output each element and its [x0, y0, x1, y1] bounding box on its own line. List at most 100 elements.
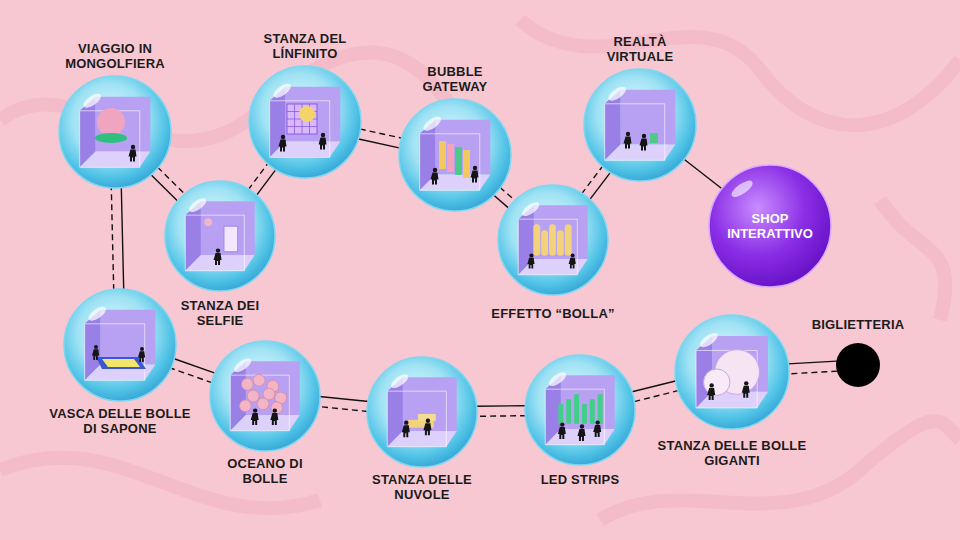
- room-wall: [96, 97, 151, 152]
- room-wall: [561, 375, 615, 429]
- bubble-shine: [421, 114, 443, 133]
- bubble: [59, 76, 171, 188]
- room-wall: [201, 201, 255, 255]
- led-strip: [598, 394, 603, 423]
- room-cube: [185, 201, 254, 270]
- person-body: [624, 137, 632, 149]
- bubble-shine: [86, 304, 108, 323]
- person-body: [92, 349, 99, 360]
- person-body: [279, 140, 287, 152]
- bubble: [399, 99, 511, 211]
- cube-edge: [420, 134, 480, 191]
- person-head: [744, 381, 748, 385]
- vr-seat: [650, 133, 658, 143]
- bubble-shine: [698, 330, 720, 350]
- pillar: [541, 230, 548, 256]
- person-head: [216, 248, 220, 252]
- dashed-connector: [158, 167, 186, 194]
- solid-connector: [788, 361, 837, 364]
- solid-connector: [493, 195, 509, 209]
- bubble-shape: [497, 184, 609, 296]
- bubble-shape: [398, 98, 512, 212]
- bubble-shine: [729, 178, 755, 200]
- cube-edge: [518, 219, 577, 275]
- ball: [253, 374, 265, 386]
- solid-connector: [121, 187, 123, 290]
- bubble-shine: [232, 356, 254, 375]
- person-head: [473, 166, 477, 170]
- person-head: [140, 347, 144, 351]
- pillar: [557, 230, 564, 256]
- person-head: [321, 133, 325, 137]
- node-label: VIAGGIO IN MONGOLFIERA: [55, 41, 175, 71]
- led-strip: [566, 399, 571, 424]
- person-head: [404, 420, 408, 424]
- shop-bubble: SHOP INTERATTIVO: [708, 164, 832, 288]
- room-bubble: REALTÀ VIRTUALE: [583, 68, 697, 182]
- solid-connector: [358, 139, 401, 148]
- shop-bubble-fill: [709, 165, 831, 287]
- room-bubble: OCEANO DI BOLLE: [209, 340, 321, 452]
- bubble-shine: [187, 196, 209, 215]
- bubble-shine: [389, 372, 411, 391]
- solid-connector: [256, 169, 276, 196]
- selfie-frame: [224, 226, 238, 252]
- node-label: BIGLIETTERIA: [788, 317, 928, 332]
- person-body: [251, 413, 259, 425]
- dot: [836, 343, 880, 387]
- led-strip: [582, 404, 587, 424]
- person-head: [273, 408, 277, 412]
- dot-shape: [835, 342, 881, 388]
- person-body: [270, 413, 278, 425]
- person-body: [431, 173, 439, 185]
- cube-edge: [270, 101, 330, 158]
- room-bubble: VASCA DELLE BOLLE DI SAPONE: [63, 288, 177, 402]
- bubble-shape: [674, 314, 790, 430]
- room-cube: [605, 90, 676, 161]
- person-body: [742, 386, 750, 398]
- person-body: [471, 171, 479, 183]
- bubble-shine: [271, 81, 293, 100]
- room-bubble: STANZA DELLE NUVOLE: [366, 356, 478, 468]
- pool-water: [102, 359, 140, 367]
- solid-connector: [476, 405, 526, 407]
- dashed-connector: [170, 368, 212, 383]
- bubble-shape: [209, 340, 321, 452]
- ball: [247, 390, 259, 402]
- pillar: [565, 224, 572, 255]
- room-cube: [420, 120, 491, 191]
- led-strip: [590, 399, 595, 424]
- ball: [241, 378, 253, 390]
- cube-edge: [545, 389, 604, 445]
- bubble-shape: [63, 288, 177, 402]
- ball: [239, 400, 251, 412]
- balloon-basket: [95, 133, 127, 143]
- person-body: [527, 258, 534, 269]
- room-wall: [403, 377, 457, 431]
- room-cube: [85, 310, 156, 381]
- bubble-shape: [366, 356, 478, 468]
- person-head: [709, 383, 713, 387]
- bubble-shine: [81, 91, 103, 110]
- room-bubble: STANZA DEL LÍNFINITO: [248, 65, 362, 179]
- giant-bubble: [704, 369, 730, 395]
- bubble: [525, 355, 635, 465]
- mirror-grid: [287, 104, 317, 134]
- room-wall: [101, 310, 156, 365]
- cube-edge: [605, 104, 665, 161]
- dashed-connector: [360, 129, 403, 138]
- pillar: [549, 224, 556, 255]
- cube-edge: [230, 375, 289, 431]
- bubble: [165, 181, 275, 291]
- person-body: [707, 388, 715, 400]
- light-sphere: [299, 106, 315, 122]
- dashed-connector: [500, 187, 516, 201]
- person-head: [571, 253, 575, 257]
- person-body: [138, 351, 145, 362]
- room-bubble: STANZA DEI SELFIE: [164, 180, 276, 292]
- person-head: [433, 168, 437, 172]
- cube-edge: [387, 391, 446, 447]
- gate-panel: [447, 144, 454, 172]
- person-body: [402, 425, 410, 437]
- person-body: [593, 425, 601, 437]
